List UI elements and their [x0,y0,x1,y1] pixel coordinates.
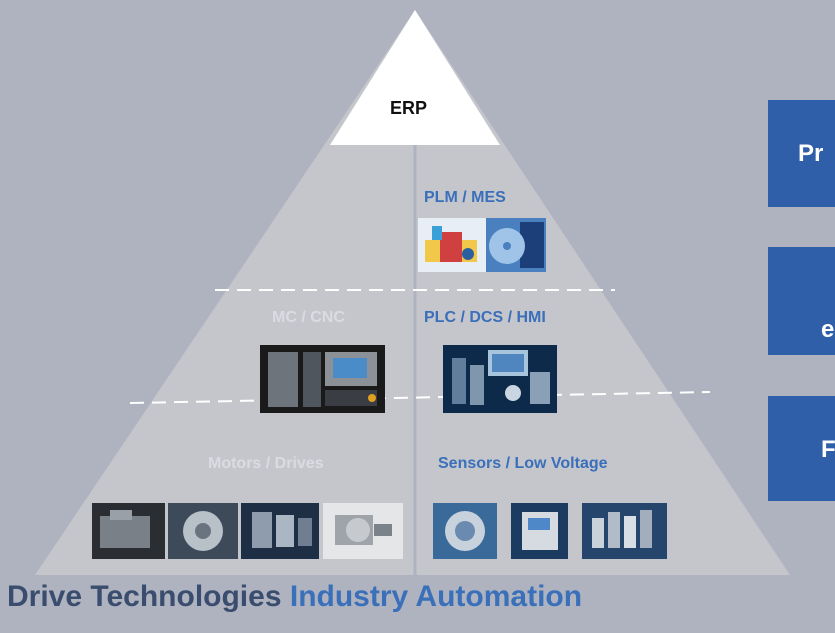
drive-technologies-label: Drive Technologies [7,580,282,613]
side-box-3: F [768,396,835,501]
footer-title: Drive Technologies Industry Automation [7,580,582,614]
servo-motor-icon [323,503,403,559]
side-box-2-text: e [821,316,835,343]
erp-label: ERP [390,98,428,118]
side-box-1: Pr [768,100,835,207]
motor-icon [92,503,165,559]
switchgear-icon [582,503,667,559]
plm-mes-label: PLM / MES [424,189,506,206]
level-separator-2 [129,391,711,404]
side-box-3-text: F [821,436,835,463]
gearbox-icon [168,503,238,559]
motors-drives-label: Motors / Drives [208,455,324,472]
mc-cnc-label: MC / CNC [272,309,345,326]
plc-dcs-hmi-label: PLC / DCS / HMI [424,309,546,326]
sensor-icon [433,503,497,559]
low-voltage-device-icon [511,503,568,559]
industry-automation-label: Industry Automation [289,580,583,613]
drive-cabinet-icon [241,503,319,559]
cnc-controller-icon [260,345,385,413]
mes-cd-icon [486,218,546,272]
pyramid-apex [330,10,500,145]
side-box-2: e [768,247,835,355]
plc-hardware-icon [443,345,557,413]
pyramid-body [35,10,790,575]
plm-software-icon [418,218,486,272]
sensors-low-voltage-label: Sensors / Low Voltage [438,455,608,472]
side-box-1-text: Pr [798,140,824,167]
